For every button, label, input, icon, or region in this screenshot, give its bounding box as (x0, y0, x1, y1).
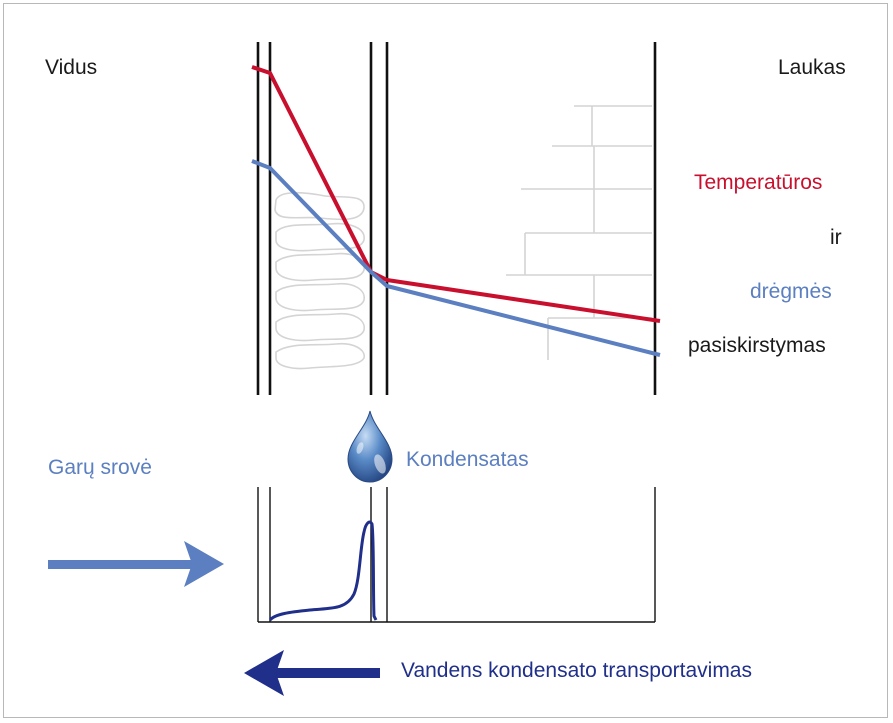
and-label: ir (830, 226, 842, 249)
vapour-flow-label: Garų srovė (48, 456, 152, 479)
outside-label: Laukas (778, 56, 846, 79)
wall-lines-bottom (257, 487, 656, 623)
wall-lines-top (256, 42, 657, 395)
condensate-curve (268, 520, 378, 622)
water-drop-icon (347, 410, 393, 483)
crossing-label: pasiskirstymas (688, 334, 826, 357)
humidity-label: drėgmės (750, 280, 832, 303)
water-transport-arrow (244, 650, 380, 696)
water-transport-label: Vandens kondensato transportavimas (401, 659, 752, 682)
humidity-line (251, 159, 661, 357)
masonry-pattern (506, 105, 652, 360)
figure-frame (3, 3, 888, 718)
vapour-flow-arrow (48, 541, 224, 587)
temperature-label: Temperatūros (694, 171, 823, 194)
inside-label: Vidus (45, 56, 98, 79)
insulation-pattern (274, 191, 365, 370)
condensate-label: Kondensatas (406, 448, 529, 471)
